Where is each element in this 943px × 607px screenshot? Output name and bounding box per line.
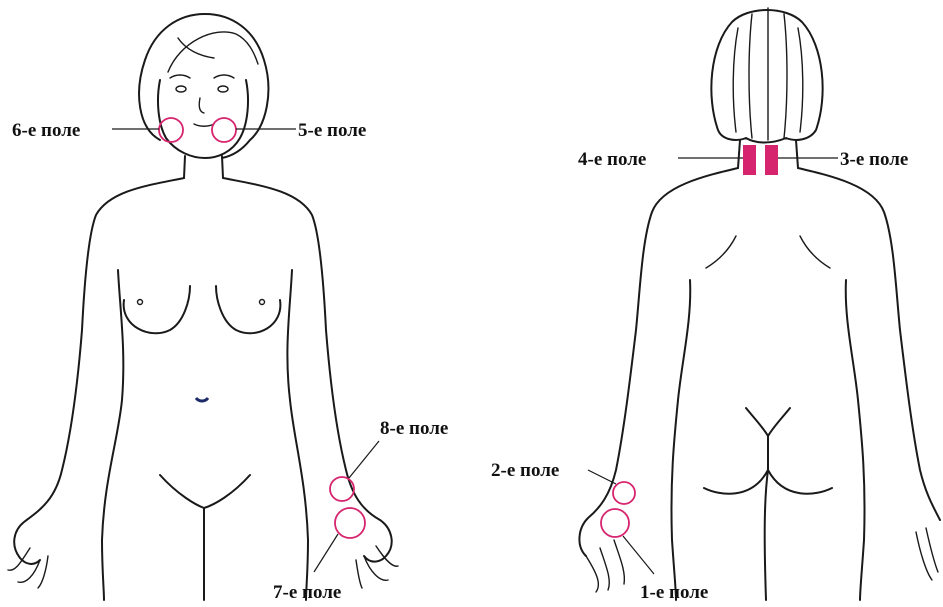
back-hand-right bbox=[916, 528, 938, 580]
field-2-marker bbox=[613, 482, 635, 504]
field-2-leader bbox=[588, 470, 616, 484]
back-markers bbox=[601, 145, 778, 537]
field-3-marker bbox=[765, 145, 778, 175]
field-6-label: 6-е поле bbox=[12, 120, 80, 141]
field-1-label: 1-е поле bbox=[640, 582, 708, 603]
field-7-marker bbox=[335, 508, 365, 538]
field-4-label: 4-е поле bbox=[578, 149, 646, 170]
field-5-label: 5-е поле bbox=[298, 120, 366, 141]
field-labels: 6-е поле 5-е поле 8-е поле 7-е поле 4-е … bbox=[12, 120, 908, 603]
back-shoulder-blades bbox=[706, 236, 830, 268]
field-2-label: 2-е поле bbox=[491, 460, 559, 481]
back-leaders bbox=[588, 158, 838, 574]
field-5-marker bbox=[212, 118, 236, 142]
front-face bbox=[158, 80, 248, 158]
front-navel bbox=[196, 398, 208, 401]
front-neck bbox=[184, 156, 223, 178]
back-buttocks bbox=[704, 408, 832, 600]
front-leaders bbox=[112, 129, 379, 572]
front-hand-right bbox=[356, 546, 398, 588]
front-nipple-left bbox=[138, 300, 143, 305]
field-1-marker bbox=[601, 509, 629, 537]
field-4-marker bbox=[743, 145, 756, 175]
front-nipple-right bbox=[260, 300, 265, 305]
back-hair bbox=[711, 10, 822, 143]
front-nose bbox=[199, 98, 204, 113]
field-3-label: 3-е поле bbox=[840, 149, 908, 170]
front-hair-bang bbox=[168, 32, 258, 72]
field-7-leader bbox=[314, 534, 338, 572]
front-brows bbox=[170, 75, 234, 78]
field-7-label: 7-е поле bbox=[273, 582, 341, 603]
front-hand-left bbox=[8, 548, 48, 588]
front-bust bbox=[124, 286, 281, 333]
front-mouth bbox=[194, 124, 214, 126]
front-body-outline bbox=[14, 178, 391, 564]
field-8-label: 8-е поле bbox=[380, 418, 448, 439]
field-8-marker bbox=[330, 477, 354, 501]
front-eye-left bbox=[176, 86, 186, 92]
field-1-leader bbox=[623, 536, 654, 574]
back-figure bbox=[579, 8, 940, 600]
front-markers bbox=[159, 118, 365, 538]
field-8-leader bbox=[349, 441, 379, 478]
front-eye-right bbox=[218, 86, 228, 92]
back-hand-left bbox=[586, 540, 624, 592]
back-hair-strands bbox=[733, 8, 803, 140]
front-groin bbox=[160, 475, 250, 600]
